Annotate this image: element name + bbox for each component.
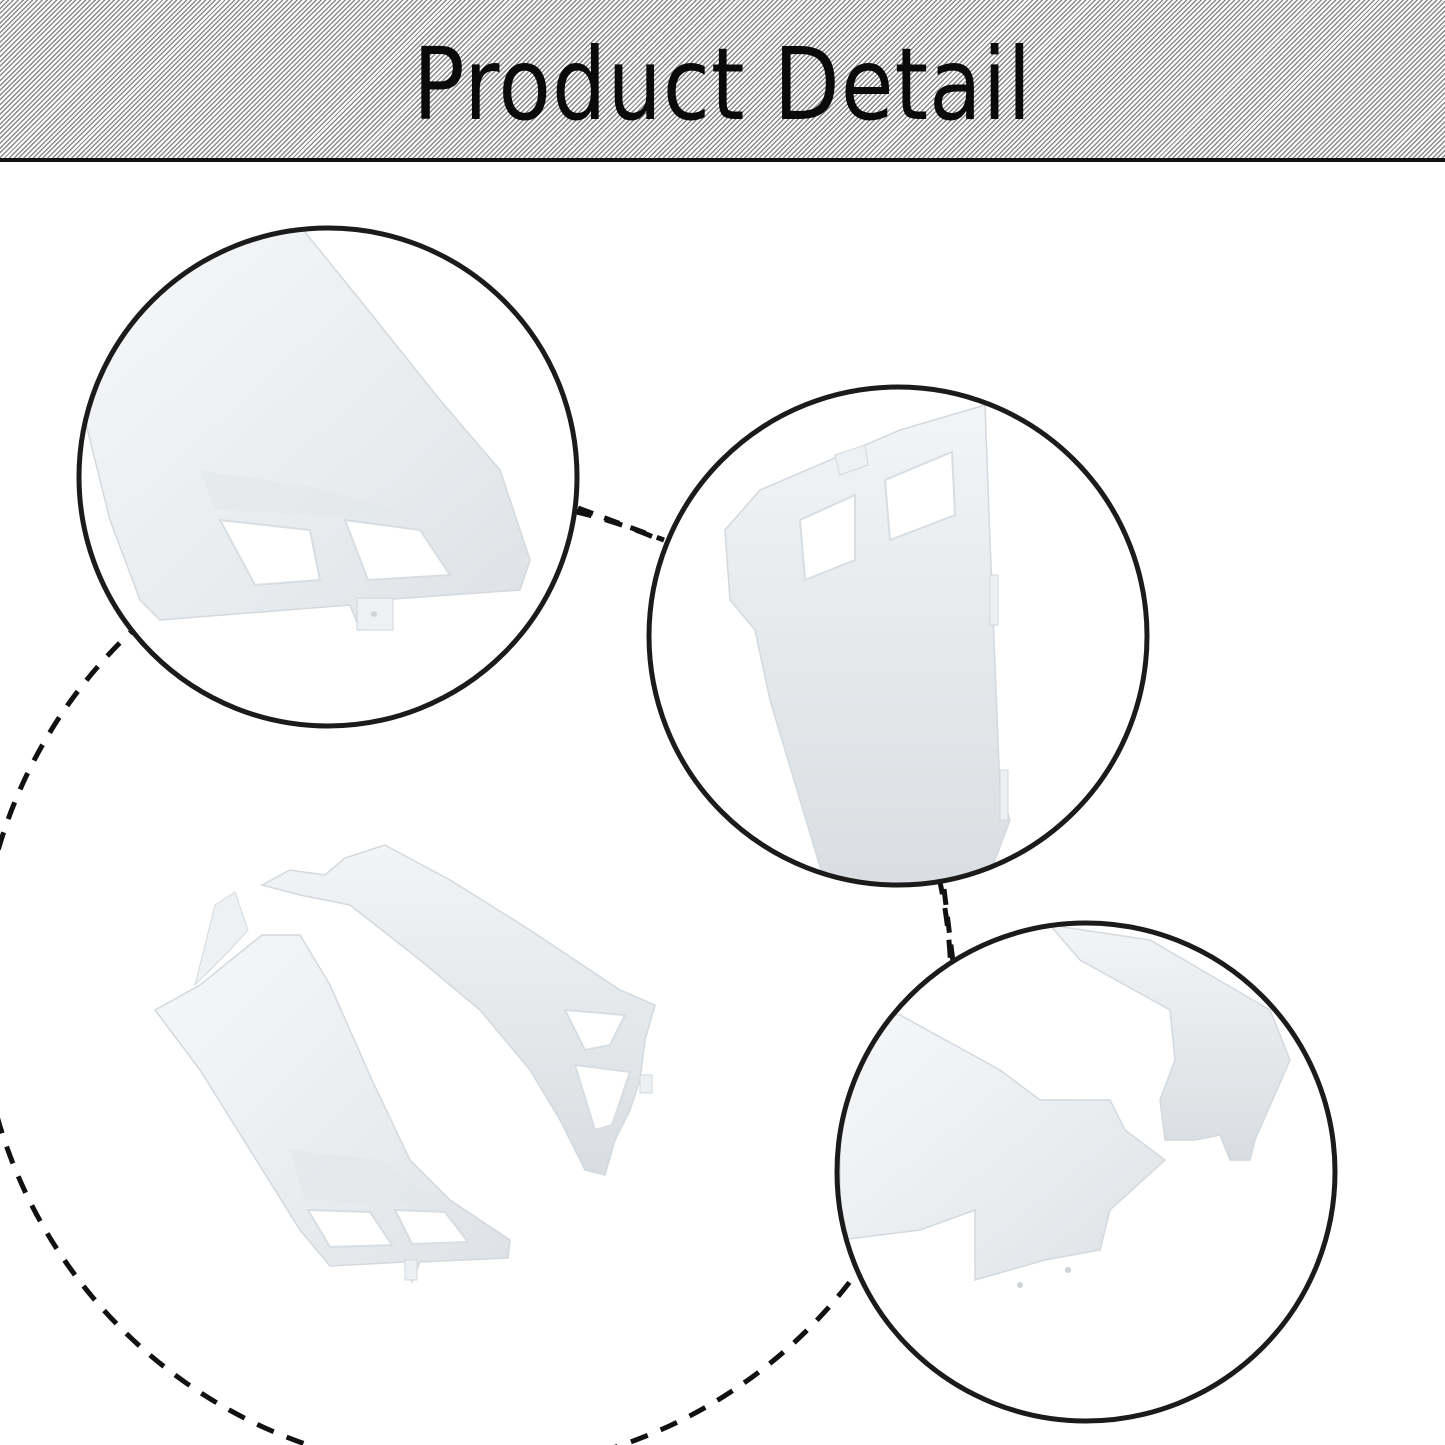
page-title: Product Detail (412, 26, 1033, 143)
main-product-image (153, 844, 656, 1285)
detail-view-2 (646, 384, 1150, 888)
fairing-panel-right (259, 844, 656, 1176)
detail-view-1 (76, 225, 580, 729)
detail-frame-3 (834, 920, 1338, 1424)
header-banner: Product Detail (0, 0, 1445, 162)
fairing-panel-left (153, 891, 511, 1285)
detail-frame-1 (76, 225, 580, 729)
detail-frame-2 (646, 384, 1150, 888)
connector-lines (577, 505, 956, 963)
detail-view-3 (834, 920, 1338, 1424)
